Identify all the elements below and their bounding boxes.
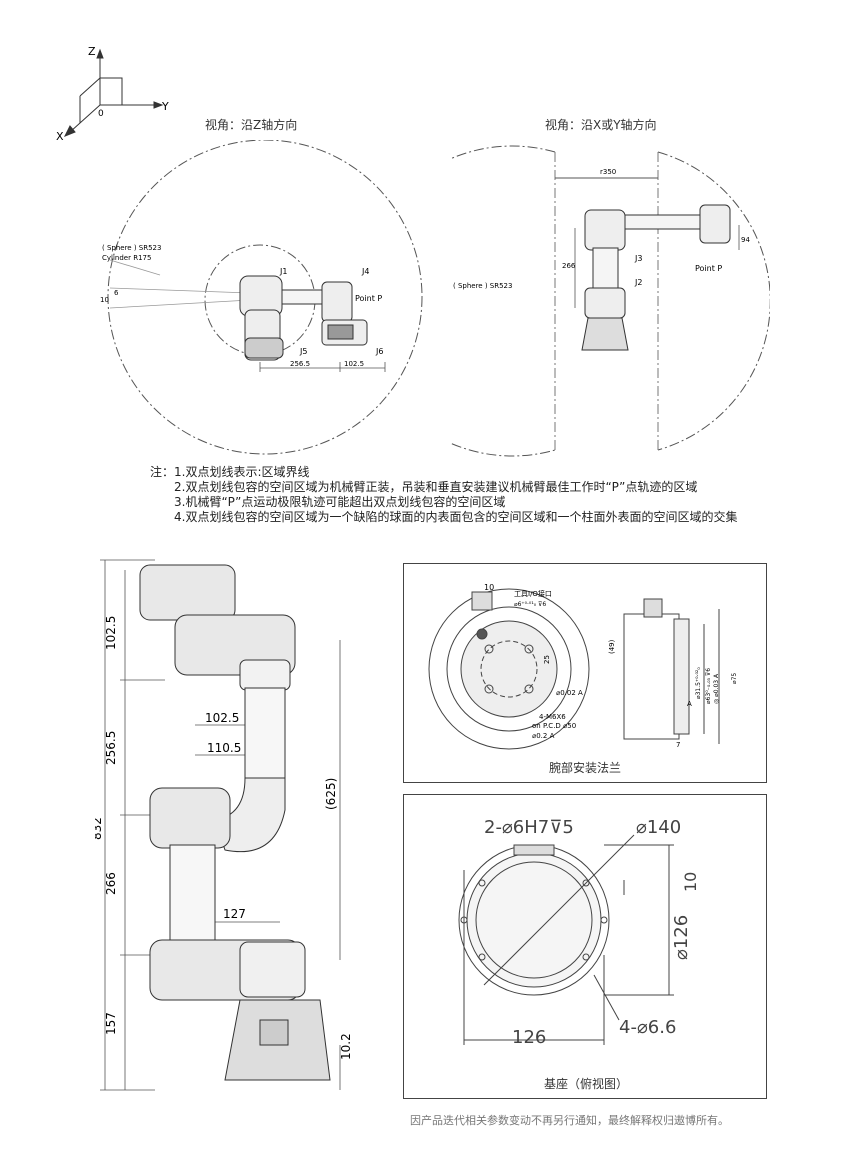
top-view-diagram: ( Sphere ) SR523 Cylinder R175 10 6 J1 J… [100, 140, 423, 455]
coordinate-axes: Z Y X 0 [56, 45, 169, 143]
flange-dim-49: (49) [608, 639, 616, 654]
side-view-r350-label: r350 [600, 168, 616, 176]
top-view-cylinder-label: Cylinder R175 [102, 254, 151, 262]
base-dim-10: 10 [681, 872, 700, 892]
axis-origin-label: 0 [98, 109, 104, 119]
base-drawing: 2-⌀6H7⊽5 ⌀140 10 ⌀126 126 4-⌀6.6 [458, 817, 700, 1048]
dim-266: 266 [104, 872, 118, 895]
side-view-point-p-label: Point P [695, 264, 722, 273]
top-view-title: 视角：沿Z轴方向 [205, 118, 298, 132]
top-view-dim-6: 6 [114, 289, 119, 297]
flange-dim-6h7: ⌀6⁺⁰·⁰¹₀ ⊽6 [514, 601, 546, 608]
dim-127: 127 [223, 907, 246, 921]
dim-256-5: 256.5 [104, 731, 118, 765]
flange-dim-63: ⌀63⁰₋₀.₀₃ ⊽6 [705, 668, 712, 704]
dim-10-2: 10.2 [339, 1033, 353, 1060]
top-view-point-p-label: Point P [355, 294, 382, 303]
arm-elevation-drawing: 102.5 256.5 832 266 157 10.2 (625) 102.5… [95, 559, 353, 1091]
top-view-j6-label: J6 [375, 347, 383, 356]
flange-datum-a: A [687, 700, 692, 708]
flange-pcd-label: on P.C.D ⌀50 [532, 722, 576, 730]
base-dim-126-v: ⌀126 [671, 915, 692, 960]
flange-tool-io-label: 工具I/O接口 [514, 589, 552, 598]
note-4: 4.双点划线包容的空间区域为一个缺陷的球面的内表面包含的空间区域和一个柱面外表面… [174, 510, 738, 524]
note-3: 3.机械臂“P”点运动极限轨迹可能超出双点划线包容的空间区域 [174, 495, 506, 509]
top-view-j1-label: J1 [279, 267, 287, 276]
dim-102-5-h: 102.5 [205, 711, 239, 725]
flange-dim-315: ⌀31.5⁺⁰·⁰²₀ [695, 667, 702, 699]
top-view-sphere-label: ( Sphere ) SR523 [102, 244, 161, 252]
base-dim-holes: 2-⌀6H7⊽5 [484, 817, 574, 838]
top-view-dim-256: 256.5 [290, 360, 310, 368]
base-dim-140: ⌀140 [636, 817, 681, 838]
axis-z-label: Z [88, 45, 96, 58]
axis-x-label: X [56, 130, 64, 143]
flange-tol-002: ⌀0.02 A [556, 689, 583, 697]
flange-dim-7: 7 [676, 741, 680, 749]
flange-dim-25: 25 [543, 655, 551, 664]
footer-disclaimer: 因产品迭代相关参数变动不再另行通知，最终解释权归遨博所有。 [410, 1114, 729, 1127]
side-view-dim-266: 266 [562, 262, 576, 270]
flange-tol-003: ◎ ⌀0.03 A [713, 673, 720, 704]
side-view-dim-94: 94 [741, 236, 750, 244]
flange-frame: 10 工具I/O接口 ⌀6⁺⁰·⁰¹₀ ⊽6 25 (49) ⌀0.02 A 4… [403, 563, 767, 783]
base-caption: 基座（俯视图） [544, 1077, 629, 1091]
side-view-diagram: r350 ( Sphere ) SR523 J3 J2 Point P 266 … [450, 145, 770, 457]
flange-drawing: 10 工具I/O接口 ⌀6⁺⁰·⁰¹₀ ⊽6 25 (49) ⌀0.02 A 4… [428, 583, 738, 750]
top-view-j5-label: J5 [299, 347, 307, 356]
axis-y-label: Y [161, 100, 169, 113]
dim-832: 832 [95, 817, 104, 840]
base-dim-126-h: 126 [512, 1027, 546, 1048]
flange-caption: 腕部安装法兰 [549, 761, 622, 775]
dim-102-5-top: 102.5 [104, 616, 118, 650]
flange-dim-75: ⌀75 [731, 673, 738, 684]
dim-110-5: 110.5 [207, 741, 241, 755]
base-frame: 2-⌀6H7⊽5 ⌀140 10 ⌀126 126 4-⌀6.6 基座（俯视图） [403, 794, 767, 1099]
top-view-j4-label: J4 [361, 267, 369, 276]
flange-dim-10: 10 [484, 583, 494, 592]
flange-m6-label: 4-M6X6 [539, 713, 566, 721]
side-view-sphere-label: ( Sphere ) SR523 [453, 282, 512, 290]
top-view-dim-102: 102.5 [344, 360, 364, 368]
flange-tol-02: ⌀0.2 A [532, 732, 555, 740]
top-view-dim-10: 10 [100, 296, 109, 304]
side-view-title: 视角：沿X或Y轴方向 [545, 118, 657, 132]
notes-block: 注：1.双点划线表示:区域界线 2.双点划线包容的空间区域为机械臂正装，吊装和垂… [150, 465, 737, 525]
base-dim-66: 4-⌀6.6 [619, 1017, 676, 1038]
note-2: 2.双点划线包容的空间区域为机械臂正装，吊装和垂直安装建议机械臂最佳工作时“P”… [174, 480, 698, 494]
dim-625: (625) [324, 778, 338, 810]
side-view-j3-label: J3 [634, 254, 642, 263]
side-view-j2-label: J2 [634, 278, 642, 287]
dim-157: 157 [104, 1012, 118, 1035]
note-1: 注：1.双点划线表示:区域界线 [150, 465, 310, 479]
